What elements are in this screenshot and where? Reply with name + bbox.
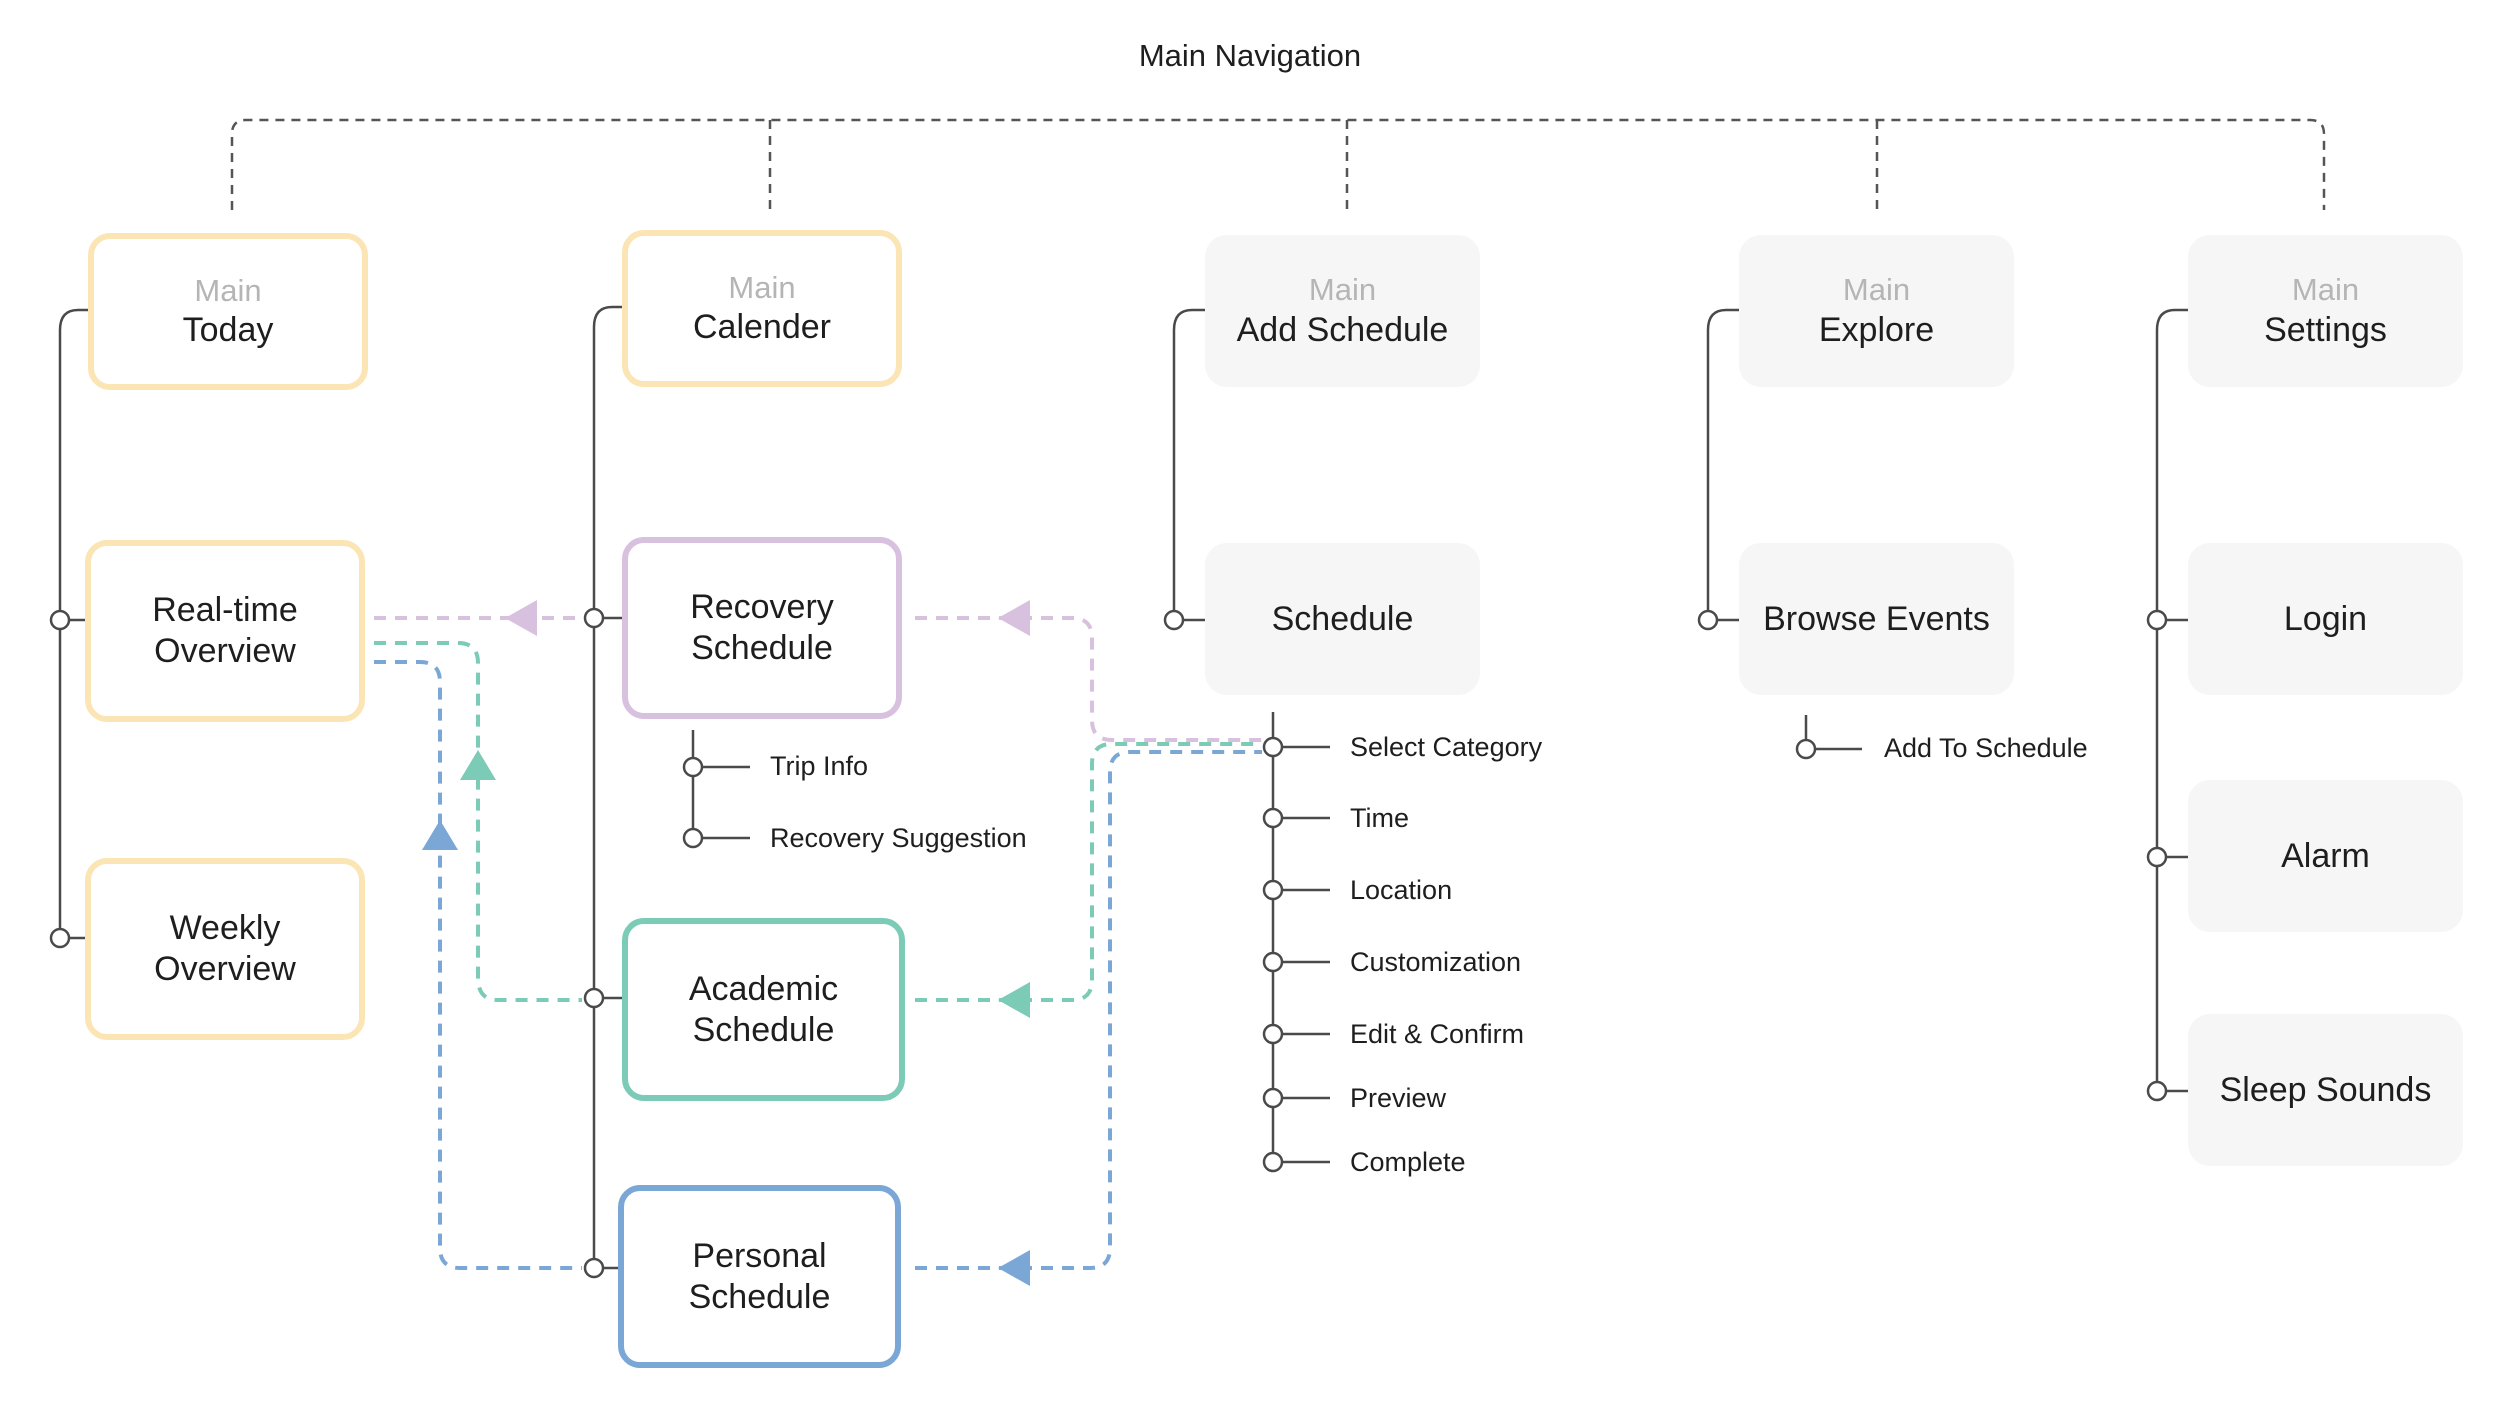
calendar-title: Calender [693, 308, 831, 347]
blue-arrow-up [422, 820, 458, 850]
today-title: Today [182, 311, 274, 350]
tree-lines [58, 305, 2215, 1270]
browse-events-label: Browse Events [1763, 599, 1990, 638]
calendar-main-node[interactable]: Main Calender [622, 230, 902, 387]
purple-arrow-left-1 [505, 600, 537, 636]
schedule-label: Schedule [1271, 599, 1414, 638]
step-customization[interactable]: Customization [1350, 947, 1522, 977]
main-label: Main [728, 269, 796, 305]
realtime-overview-node[interactable]: Real-time Overview [85, 540, 365, 722]
step-complete[interactable]: Complete [1350, 1147, 1466, 1177]
step-location[interactable]: Location [1350, 875, 1453, 905]
login-label: Login [2283, 599, 2368, 638]
academic-schedule-label: Academic Schedule [688, 969, 839, 1049]
realtime-overview-label: Real-time Overview [152, 591, 298, 670]
main-label: Main [1842, 272, 1911, 308]
weekly-overview-node[interactable]: Weekly Overview [85, 858, 365, 1040]
today-main-node[interactable]: Main Today [88, 233, 368, 390]
trip-info-item[interactable]: Trip Info [770, 751, 869, 781]
main-nav-bracket [230, 118, 2326, 210]
green-arrow-left [998, 982, 1030, 1018]
add-schedule-title: Add Schedule [1236, 310, 1449, 349]
main-label: Main [1308, 272, 1377, 308]
explore-title: Explore [1818, 310, 1935, 349]
personal-schedule-label: Personal Schedule [688, 1236, 831, 1316]
recovery-schedule-node[interactable]: Recovery Schedule [622, 537, 902, 719]
alarm-label: Alarm [2281, 836, 2370, 875]
personal-schedule-node[interactable]: Personal Schedule [618, 1185, 901, 1368]
recovery-suggestion-item[interactable]: Recovery Suggestion [770, 823, 1027, 853]
main-label: Main [194, 272, 262, 308]
alarm-node[interactable]: Alarm [2188, 780, 2463, 932]
purple-links [374, 616, 1262, 742]
weekly-overview-label: Weekly Overview [154, 909, 296, 988]
academic-schedule-node[interactable]: Academic Schedule [622, 918, 905, 1101]
settings-title: Settings [2264, 310, 2387, 349]
main-label: Main [2291, 272, 2360, 308]
step-select-category[interactable]: Select Category [1350, 732, 1543, 762]
recovery-schedule-label: Recovery Schedule [690, 588, 834, 667]
main-navigation-title: Main Navigation [1138, 38, 1362, 73]
sleep-sounds-node[interactable]: Sleep Sounds [2188, 1014, 2463, 1166]
add-to-schedule-item[interactable]: Add To Schedule [1884, 733, 2088, 763]
login-node[interactable]: Login [2188, 543, 2463, 695]
settings-main-node[interactable]: Main Settings [2188, 235, 2463, 387]
hollow-dots [49, 607, 2168, 1279]
schedule-node[interactable]: Schedule [1205, 543, 1480, 695]
blue-arrow-left [998, 1250, 1030, 1286]
step-edit-confirm[interactable]: Edit & Confirm [1350, 1019, 1525, 1049]
purple-arrow-left-2 [998, 600, 1030, 636]
arrow-heads [422, 600, 1030, 1286]
browse-events-node[interactable]: Browse Events [1739, 543, 2014, 695]
sleep-sounds-label: Sleep Sounds [2219, 1070, 2432, 1109]
step-time[interactable]: Time [1350, 803, 1409, 833]
step-preview[interactable]: Preview [1350, 1083, 1447, 1113]
add-schedule-main-node[interactable]: Main Add Schedule [1205, 235, 1480, 387]
blue-links [374, 660, 1262, 1270]
green-arrow-up [460, 750, 496, 780]
green-links [374, 641, 1262, 1002]
explore-main-node[interactable]: Main Explore [1739, 235, 2014, 387]
